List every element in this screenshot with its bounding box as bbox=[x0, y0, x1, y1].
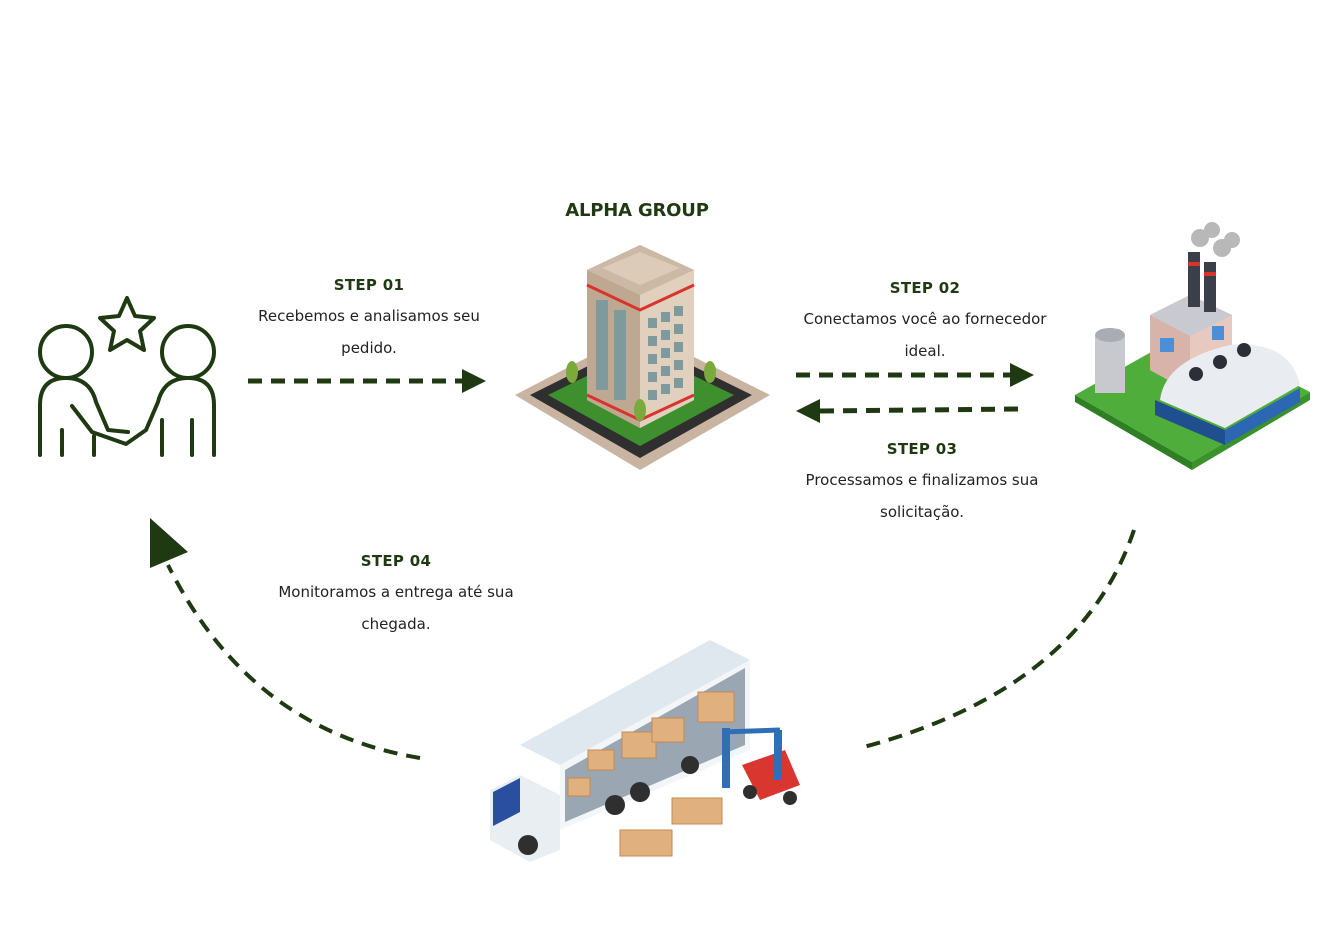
step-03-title: STEP 03 bbox=[886, 440, 958, 458]
step-01-block: STEP 01 Recebemos e analisamos seu pedid… bbox=[226, 276, 512, 364]
step-01-text-line1: Recebemos e analisamos seu bbox=[258, 307, 480, 325]
step-02-title: STEP 02 bbox=[889, 279, 961, 297]
step-01-text-line2: pedido. bbox=[341, 339, 397, 357]
arrow-step04 bbox=[150, 518, 421, 760]
office-building-icon bbox=[515, 245, 770, 470]
step-04-title: STEP 04 bbox=[360, 552, 432, 570]
step-02-block: STEP 02 Conectamos você ao fornecedor id… bbox=[768, 279, 1082, 367]
arrow-step01 bbox=[248, 369, 486, 393]
step-02-text-line2: ideal. bbox=[904, 342, 946, 360]
arrow-step03 bbox=[796, 399, 1019, 423]
step-03-block: STEP 03 Processamos e finalizamos sua so… bbox=[772, 440, 1072, 528]
step-03-text-line1: Processamos e finalizamos sua bbox=[805, 471, 1039, 489]
step-04-text-line1: Monitoramos a entrega até sua bbox=[278, 583, 514, 601]
company-name: ALPHA GROUP bbox=[565, 200, 709, 221]
arrow-curve-right bbox=[859, 529, 1136, 750]
step-04-block: STEP 04 Monitoramos a entrega até sua ch… bbox=[236, 552, 556, 640]
step-04-text-line2: chegada. bbox=[361, 615, 431, 633]
step-01-title: STEP 01 bbox=[333, 276, 405, 294]
factory-icon bbox=[1075, 222, 1310, 470]
truck-forklift-icon bbox=[490, 640, 800, 862]
handshake-partners-icon bbox=[38, 296, 216, 457]
step-03-text-line2: solicitação. bbox=[880, 503, 964, 521]
arrow-step02 bbox=[796, 363, 1034, 387]
step-02-text-line1: Conectamos você ao fornecedor bbox=[803, 310, 1047, 328]
